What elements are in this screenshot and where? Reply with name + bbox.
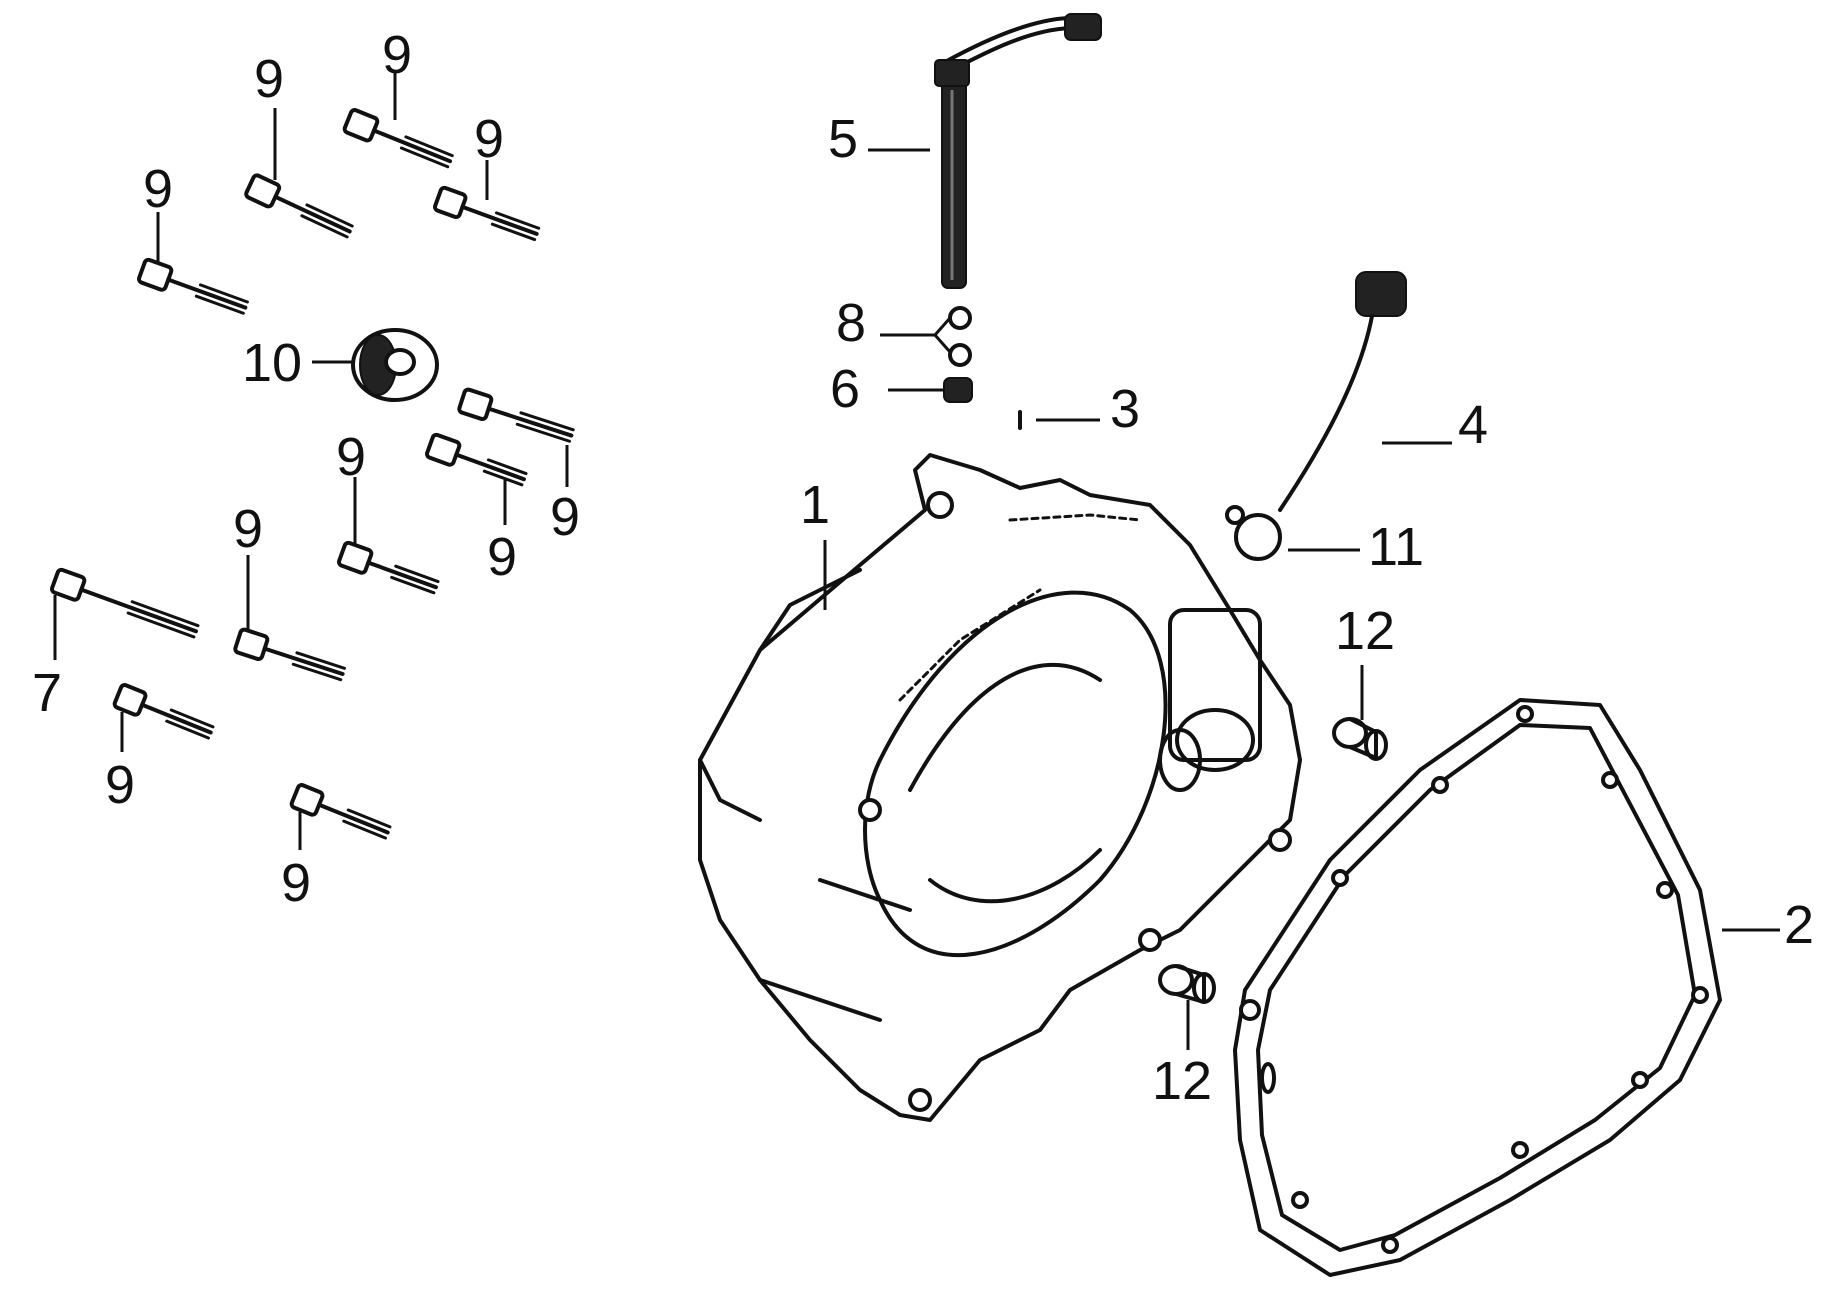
callout-9-d: 9 [143,159,174,219]
circlip-8 [948,306,972,367]
callout-9-e: 9 [336,427,367,487]
o-ring-11 [1234,513,1282,561]
dowel-pin-12-upper [1332,717,1388,761]
callout-3: 3 [1110,379,1141,439]
callout-9-c: 9 [474,109,505,169]
callout-11: 11 [1368,517,1425,577]
bolt-9-c [433,185,541,242]
bolt-9-b [342,108,454,169]
callout-9-f: 9 [550,487,581,547]
bolt-9-j [289,783,392,840]
oil-dipstick-4 [1278,271,1407,512]
callout-8: 8 [836,293,867,353]
callout-1: 1 [800,475,831,535]
bolt-9-e [457,387,575,443]
callout-5: 5 [828,109,859,169]
leader-lines [53,72,1780,1050]
callout-4: 4 [1458,395,1489,455]
callout-9-a: 9 [254,49,285,109]
callout-9-i: 9 [105,755,136,815]
callout-9-h: 9 [487,527,518,587]
dowel-pin-12-lower [1158,964,1216,1004]
bolt-9-g [337,540,440,595]
callout-2: 2 [1784,895,1815,955]
gasket-2 [1233,698,1722,1277]
callout-12-upper: 12 [1335,601,1396,661]
callout-9-g: 9 [233,499,264,559]
bolt-9-i [112,683,215,740]
bolt-9-a [244,173,354,239]
callout-10: 10 [242,333,303,393]
crankcase-cover-1 [698,453,1302,1122]
bolt-9-d [137,257,249,315]
callout-6: 6 [830,359,861,419]
kick-lever-5 [934,13,1102,289]
spring-6 [943,377,973,403]
bolt-7 [50,567,200,639]
bolt-9-h [233,627,346,682]
bolt-9-f [425,432,528,487]
callout-9-b: 9 [382,25,413,85]
callout-9-j: 9 [281,853,312,913]
oil-seal-10 [351,328,439,402]
callout-7: 7 [32,663,63,723]
callout-12-lower: 12 [1152,1051,1213,1111]
